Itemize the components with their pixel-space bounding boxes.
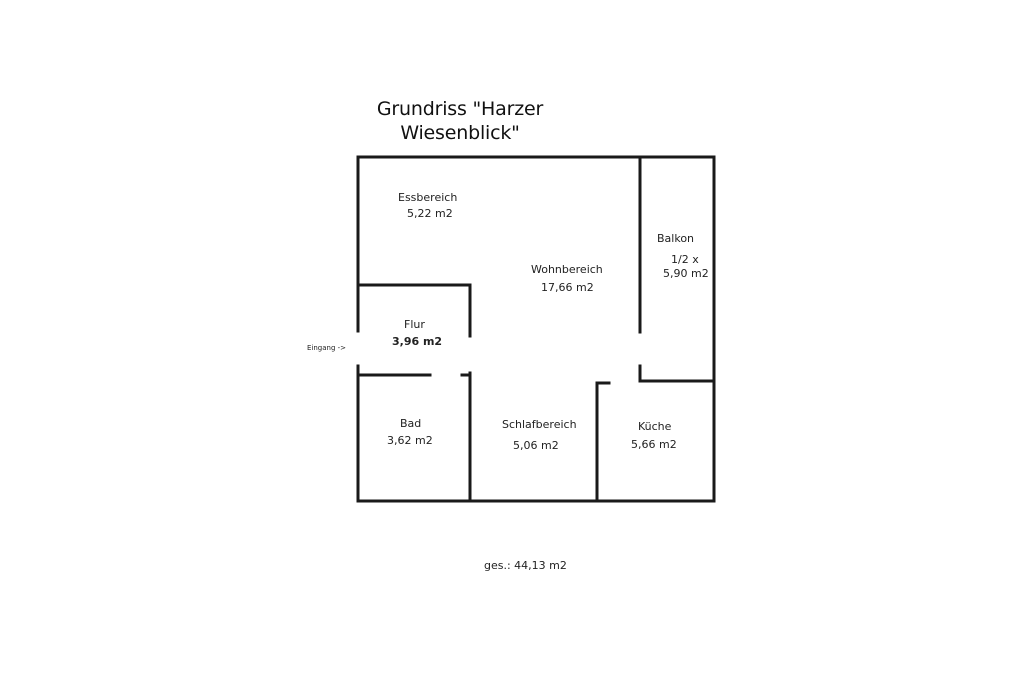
room-wohnbereich-name: Wohnbereich <box>531 263 603 276</box>
room-balkon-name: Balkon <box>657 232 695 245</box>
room-kueche-area: 5,66 m2 <box>631 438 677 451</box>
room-essbereich-name: Essbereich <box>398 191 458 204</box>
room-schlafbereich-name: Schlafbereich <box>502 418 577 431</box>
room-schlafbereich-area: 5,06 m2 <box>513 439 559 452</box>
room-balkon-factor: 1/2 x <box>671 253 699 266</box>
total-area: ges.: 44,13 m2 <box>484 559 567 572</box>
room-flur-area: 3,96 m2 <box>392 335 443 348</box>
room-balkon-area: 5,90 m2 <box>663 267 709 280</box>
room-bad-name: Bad <box>400 417 422 430</box>
room-bad-area: 3,62 m2 <box>387 434 433 447</box>
entrance-label: Eingang -> <box>307 344 347 352</box>
room-kueche-name: Küche <box>638 420 672 433</box>
plan-title-line2: Wiesenblick" <box>400 122 520 144</box>
plan-title-line1: Grundriss "Harzer <box>376 98 544 120</box>
room-essbereich-area: 5,22 m2 <box>407 207 453 220</box>
room-flur-name: Flur <box>404 318 425 331</box>
room-wohnbereich-area: 17,66 m2 <box>541 281 594 294</box>
